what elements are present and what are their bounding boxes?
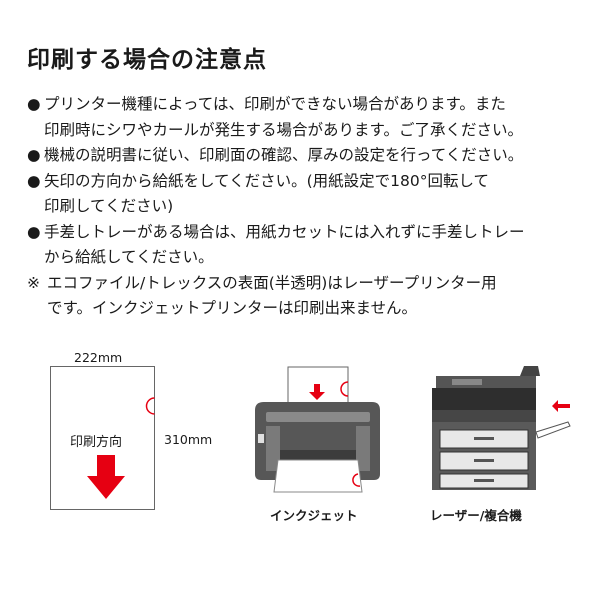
bullet-icon: ● <box>27 146 41 164</box>
print-direction-label: 印刷方向 <box>70 435 123 450</box>
page-title: 印刷する場合の注意点 <box>27 47 267 73</box>
note-text: プリンター機種によっては、印刷ができない場合があります。また 印刷時にシワやカー… <box>44 95 523 139</box>
note-item-reference: ※ エコファイル/トレックスの表面(半透明)はレーザープリンター用 です。インク… <box>27 271 587 322</box>
note-item: ● プリンター機種によっては、印刷ができない場合があります。また 印刷時にシワや… <box>27 92 587 143</box>
bullet-icon: ● <box>27 171 41 190</box>
bullet-icon: ● <box>27 95 41 113</box>
down-arrow-icon <box>87 455 125 499</box>
notes-list: ● プリンター機種によっては、印刷ができない場合があります。また 印刷時にシワや… <box>27 92 587 322</box>
bullet-icon: ● <box>27 222 41 241</box>
note-text: 矢印の方向から給紙をしてください。(用紙設定で180°回転して 印刷してください… <box>44 171 489 216</box>
reference-mark-icon: ※ <box>27 273 40 292</box>
sheet-width-label: 222mm <box>74 350 123 365</box>
laser-caption: レーザー/複合機 <box>430 508 522 523</box>
note-item: ● 矢印の方向から給紙をしてください。(用紙設定で180°回転して 印刷してくだ… <box>27 169 587 220</box>
note-item: ● 機械の説明書に従い、印刷面の確認、厚みの設定を行ってください。 <box>27 143 587 169</box>
inkjet-printer-icon <box>255 366 380 493</box>
laser-printer-icon <box>432 366 571 490</box>
inkjet-caption: インクジェット <box>270 508 358 523</box>
note-item: ● 手差しトレーがある場合は、用紙カセットには入れずに手差しトレー から給紙して… <box>27 220 587 271</box>
note-text: エコファイル/トレックスの表面(半透明)はレーザープリンター用 です。インクジェ… <box>47 273 497 318</box>
note-text: 機械の説明書に従い、印刷面の確認、厚みの設定を行ってください。 <box>44 146 524 164</box>
sheet-height-label: 310mm <box>164 432 213 447</box>
note-text: 手差しトレーがある場合は、用紙カセットには入れずに手差しトレー から給紙してくだ… <box>44 222 525 267</box>
